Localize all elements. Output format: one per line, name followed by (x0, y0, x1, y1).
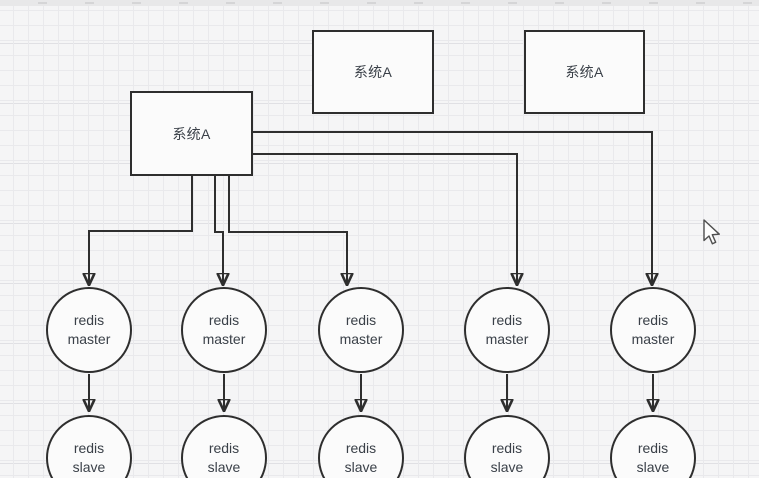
system-node-label: 系统A (565, 64, 604, 80)
redis-slave-node-3[interactable]: redis slave (318, 415, 404, 478)
edge-system-a-to-master-5[interactable] (253, 131, 652, 284)
edge-system-a-to-master-2[interactable] (214, 176, 223, 284)
system-node-top-2[interactable]: 系统A (524, 30, 645, 114)
edge-system-a-to-master-3[interactable] (228, 176, 347, 284)
redis-master-label: redis master (485, 312, 529, 347)
toolbar-strip (0, 0, 759, 6)
redis-master-node-3[interactable]: redis master (318, 287, 404, 373)
redis-slave-label: redis slave (72, 440, 106, 475)
redis-master-label: redis master (202, 312, 246, 347)
system-node-top-1[interactable]: 系统A (312, 30, 434, 114)
redis-master-label: redis master (339, 312, 383, 347)
redis-master-node-2[interactable]: redis master (181, 287, 267, 373)
system-node-label: 系统A (353, 64, 393, 80)
system-node-label: 系统A (172, 125, 211, 142)
redis-master-node-5[interactable]: redis master (610, 287, 696, 373)
redis-slave-node-5[interactable]: redis slave (610, 415, 696, 478)
redis-slave-label: redis slave (490, 440, 524, 475)
edge-system-a-to-master-4[interactable] (253, 153, 517, 284)
redis-master-label: redis master (631, 312, 675, 347)
redis-master-label: redis master (67, 312, 111, 347)
redis-slave-label: redis slave (344, 440, 378, 475)
toolbar-strip-marks (0, 2, 759, 4)
redis-slave-node-2[interactable]: redis slave (181, 415, 267, 478)
redis-slave-node-4[interactable]: redis slave (464, 415, 550, 478)
system-node-main[interactable]: 系统A (130, 91, 253, 176)
redis-slave-label: redis slave (207, 440, 241, 475)
redis-master-node-4[interactable]: redis master (464, 287, 550, 373)
redis-slave-node-1[interactable]: redis slave (46, 415, 132, 478)
edge-system-a-to-master-1[interactable] (89, 176, 193, 284)
redis-master-node-1[interactable]: redis master (46, 287, 132, 373)
redis-slave-label: redis slave (636, 440, 670, 475)
